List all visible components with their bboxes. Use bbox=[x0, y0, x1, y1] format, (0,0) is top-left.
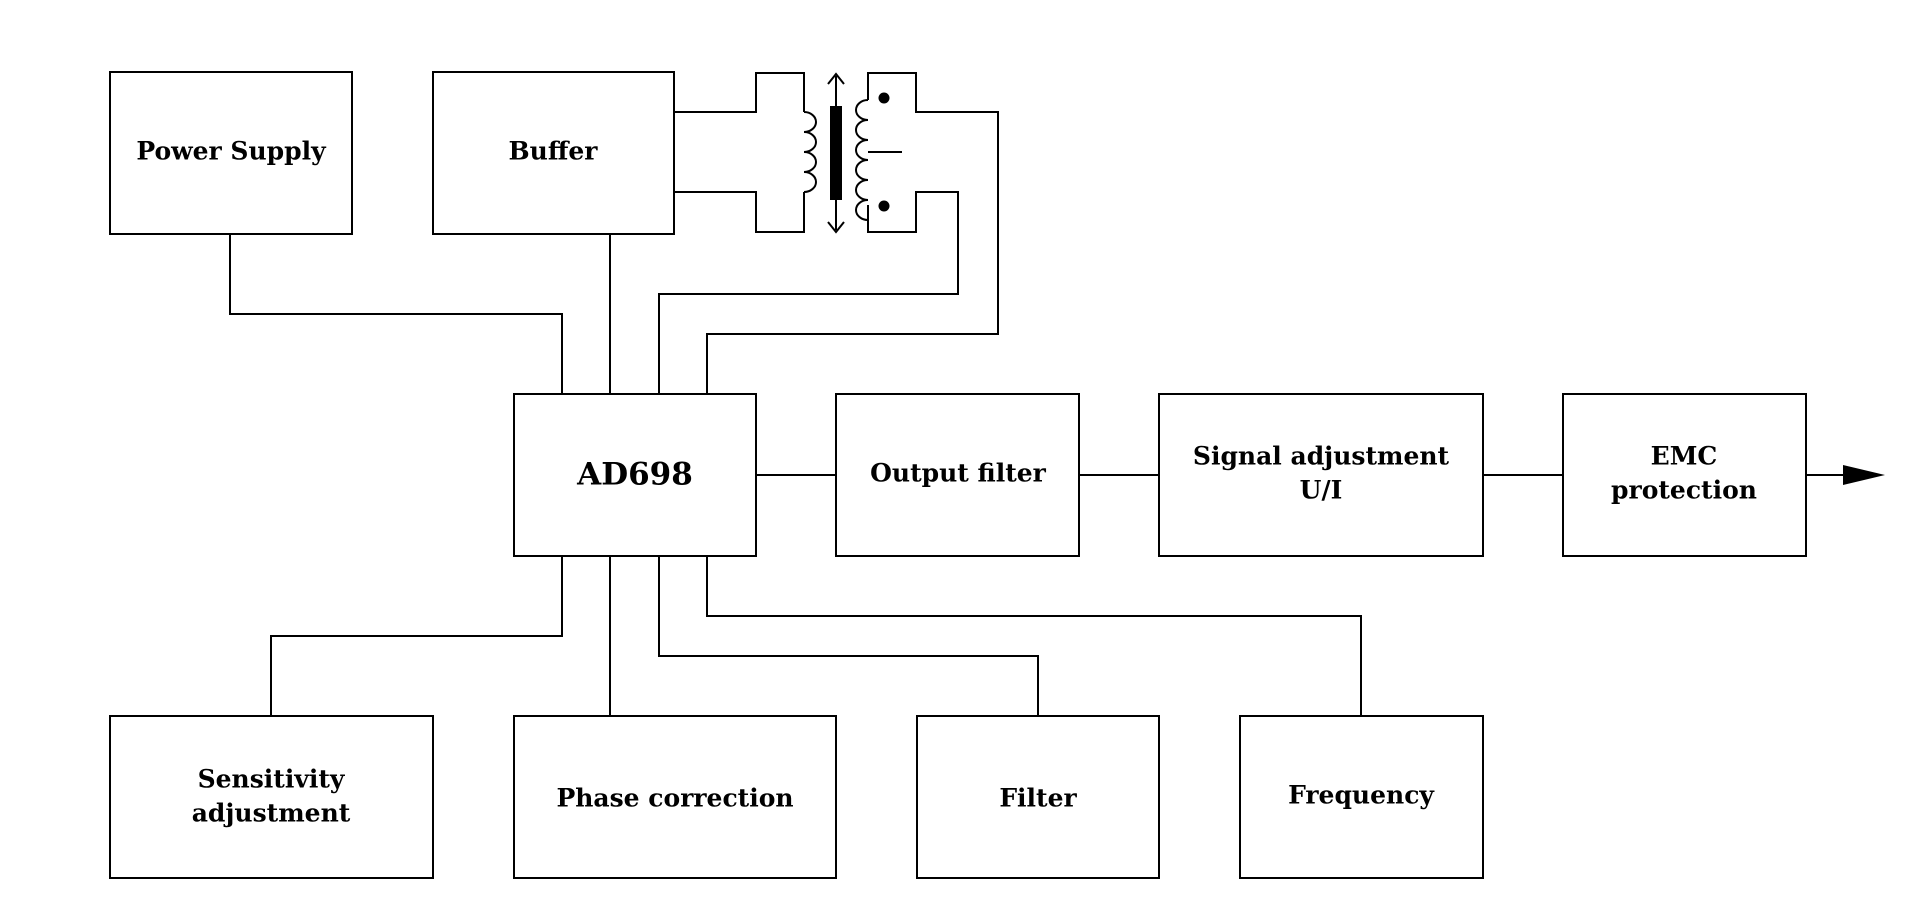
phase-correction-label: Phase correction bbox=[556, 784, 793, 813]
signal-adjustment-label-line2: U/I bbox=[1300, 476, 1343, 505]
signal-adjustment-label-line1: Signal adjustment bbox=[1193, 442, 1450, 471]
buffer-block: Buffer bbox=[432, 71, 675, 235]
core-arrow-down-icon bbox=[827, 221, 845, 234]
wire-power-to-ad698 bbox=[229, 234, 563, 394]
frequency-block: Frequency bbox=[1239, 715, 1484, 879]
wire-secondary-top-to-ad698 bbox=[706, 72, 999, 394]
buffer-label: Buffer bbox=[509, 137, 599, 166]
phase-correction-block: Phase correction bbox=[513, 715, 837, 879]
sensitivity-adjustment-label-line2: adjustment bbox=[192, 799, 351, 828]
wire-buffer-to-primary-bottom bbox=[674, 191, 805, 233]
wire-ad698-to-sensitivity bbox=[270, 556, 563, 716]
filter-block: Filter bbox=[916, 715, 1160, 879]
output-filter-label: Output filter bbox=[870, 459, 1047, 488]
power-supply-label: Power Supply bbox=[136, 137, 327, 166]
wire-secondary-bottom-to-ad698 bbox=[658, 191, 959, 394]
wire-buffer-to-primary-top bbox=[674, 72, 805, 113]
ad698-label: AD698 bbox=[576, 457, 693, 493]
lvdt-transformer-icon bbox=[803, 72, 902, 234]
output-arrow-icon bbox=[1843, 465, 1885, 485]
output-filter-block: Output filter bbox=[835, 393, 1080, 557]
filter-label: Filter bbox=[999, 784, 1077, 813]
power-supply-block: Power Supply bbox=[109, 71, 353, 235]
core-arrow-up-icon bbox=[827, 72, 845, 85]
wire-ad698-to-filter bbox=[658, 556, 1039, 716]
ad698-block: AD698 bbox=[513, 393, 757, 557]
emc-protection-label-line2: protection bbox=[1611, 476, 1757, 505]
sensitivity-adjustment-label-line1: Sensitivity bbox=[198, 765, 346, 794]
frequency-label: Frequency bbox=[1288, 781, 1435, 810]
emc-protection-block: EMC protection bbox=[1562, 393, 1807, 557]
emc-protection-label-line1: EMC bbox=[1651, 442, 1718, 471]
primary-coil bbox=[803, 111, 817, 193]
sensitivity-adjustment-block: Sensitivity adjustment bbox=[109, 715, 434, 879]
signal-adjustment-block: Signal adjustment U/I bbox=[1158, 393, 1484, 557]
polarity-dot-bottom bbox=[878, 200, 890, 212]
connection-wires bbox=[229, 72, 1845, 716]
polarity-dot-top bbox=[878, 92, 890, 104]
secondary-coil bbox=[855, 99, 869, 221]
wire-ad698-to-frequency bbox=[706, 556, 1362, 716]
